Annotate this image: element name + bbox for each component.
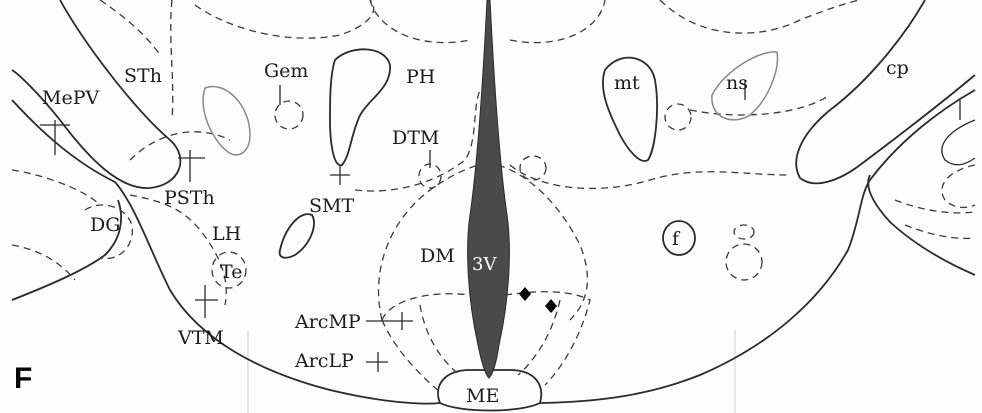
- label-gem: Gem: [264, 60, 308, 82]
- label-psth: PSTh: [164, 187, 215, 209]
- label-fornix: f: [672, 228, 681, 250]
- left-hyp-dashed-2: [12, 170, 100, 205]
- far-right-dashed-3: [905, 225, 975, 238]
- right-small-nucleus-1: [520, 156, 546, 180]
- label-mepv: MePV: [42, 87, 99, 109]
- upper-left-side-dashed: [100, 0, 160, 55]
- gem-nucleus-outline: [275, 101, 303, 129]
- label-dg: DG: [90, 214, 120, 236]
- pst-solid-outline: [203, 86, 250, 154]
- label-cp: cp: [886, 57, 909, 79]
- label-mt: mt: [614, 72, 640, 94]
- third-ventricle-shape: [468, 0, 510, 378]
- right-inner-lobe: [942, 120, 975, 165]
- label-arcmp: ArcMP: [294, 311, 361, 333]
- smt-upper-outline: [330, 49, 390, 165]
- upper-center-dashed: [370, 0, 470, 43]
- far-right-dashed-2: [895, 200, 975, 213]
- label-arclp: ArcLP: [294, 350, 354, 372]
- label-ph: PH: [406, 66, 435, 88]
- marker-diamond-2: [545, 299, 557, 313]
- upper-right-dashed-2: [660, 0, 860, 33]
- right-central-dashed: [510, 165, 790, 188]
- label-te: Te: [220, 261, 242, 283]
- right-small-nucleus-4: [734, 225, 754, 239]
- label-sth: STh: [124, 65, 162, 87]
- left-hyp-dashed-3: [12, 245, 75, 280]
- arc-inner-dashed-right: [518, 300, 560, 375]
- label-ns: ns: [726, 72, 748, 94]
- left-hyp-dashed-1: [130, 195, 226, 305]
- right-outer-contour: [540, 90, 975, 403]
- arc-inner-dashed-left: [420, 305, 460, 375]
- label-third-ventricle: 3V: [472, 254, 497, 275]
- right-small-nucleus-3: [726, 244, 762, 280]
- label-dtm: DTM: [392, 127, 439, 149]
- sth-dashed-boundary: [171, 0, 173, 120]
- panel-label: F: [14, 362, 32, 396]
- upper-right-dashed: [510, 0, 605, 43]
- label-dm: DM: [420, 245, 455, 267]
- arc-lower-dashed: [382, 320, 440, 392]
- label-vtm: VTM: [177, 327, 224, 349]
- smt-lower-outline: [280, 214, 314, 258]
- upper-left-dashed: [195, 0, 374, 38]
- marker-diamond-1: [519, 287, 531, 301]
- label-me: ME: [466, 385, 499, 407]
- right-lower-edge: [868, 175, 975, 275]
- label-smt: SMT: [309, 195, 354, 217]
- right-small-nucleus-2: [665, 104, 691, 130]
- right-peduncle-outline: [796, 0, 975, 183]
- far-right-dashed-1: [942, 165, 975, 207]
- label-lh: LH: [212, 223, 241, 245]
